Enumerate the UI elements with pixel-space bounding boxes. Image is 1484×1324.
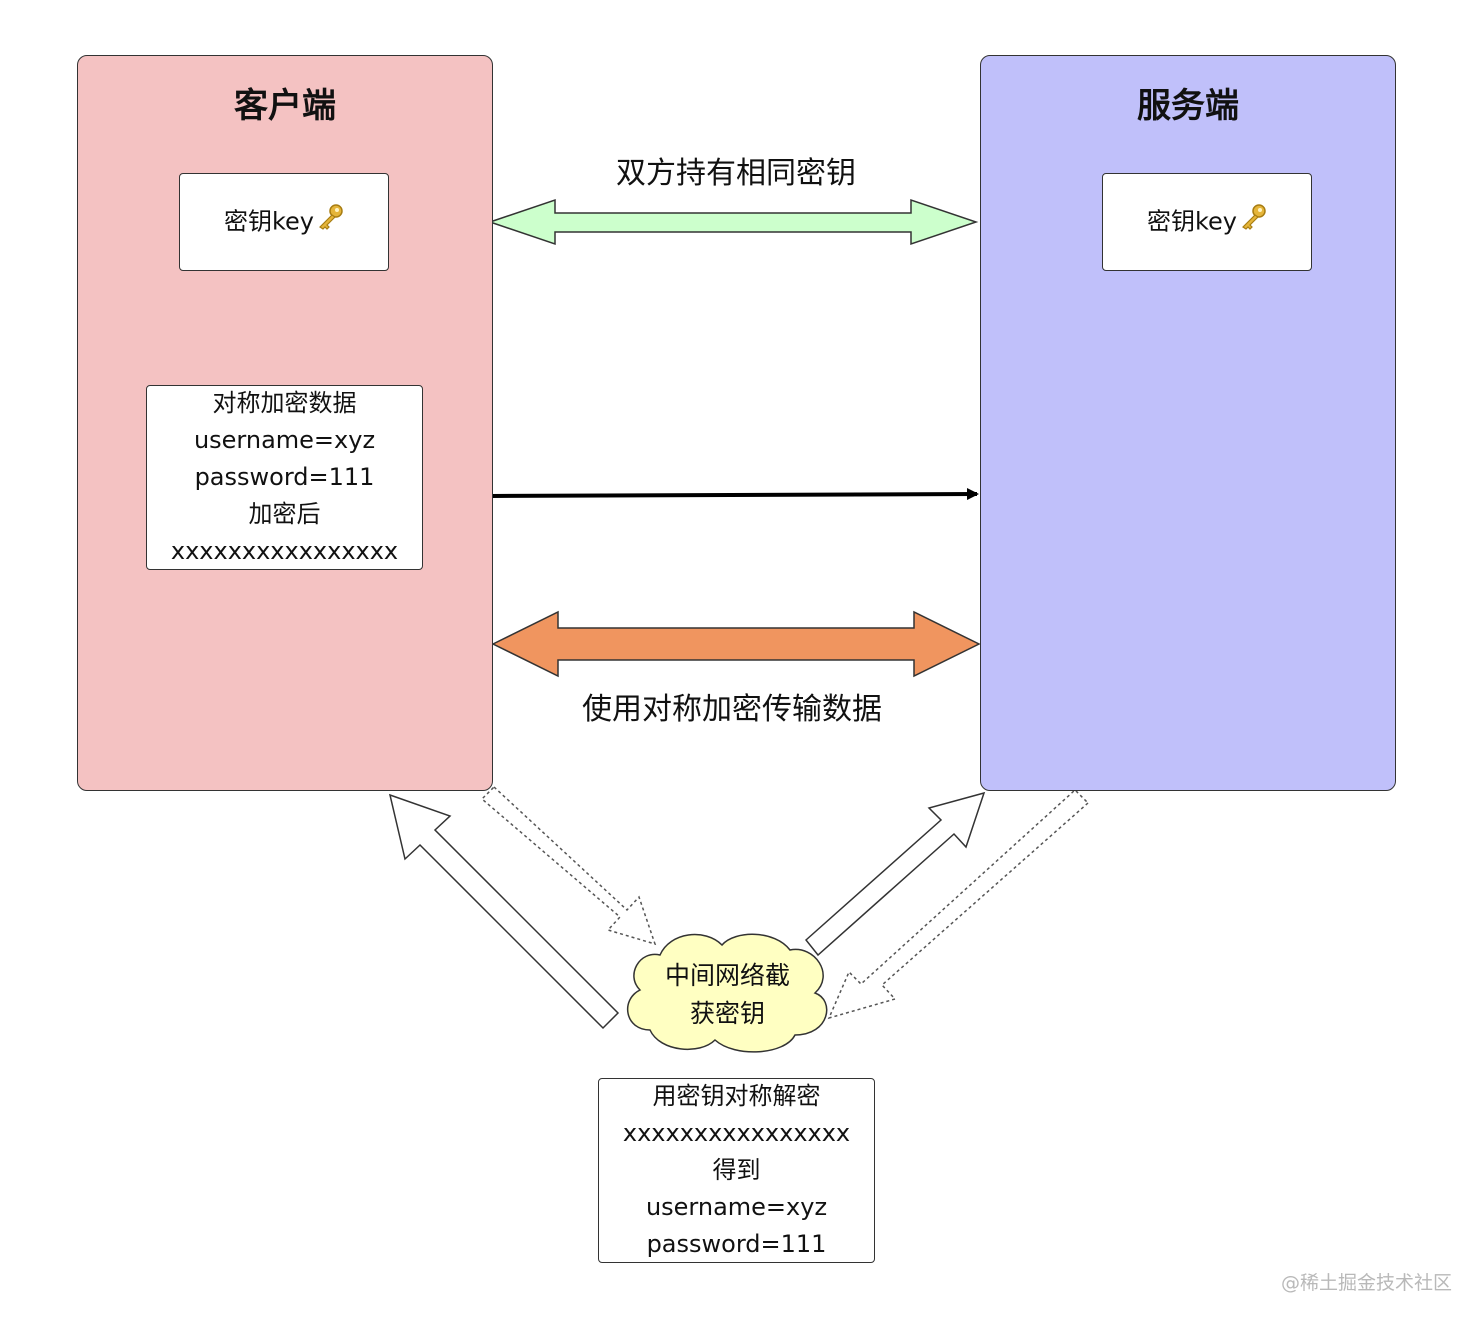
client-title: 客户端 xyxy=(234,86,336,126)
client-to-attacker-dashed-arrow xyxy=(480,785,657,946)
decrypt-line: xxxxxxxxxxxxxxxx xyxy=(622,1119,851,1147)
decrypt-line: 用密钥对称解密 xyxy=(652,1082,821,1110)
attacker-to-server-arrow xyxy=(804,791,986,957)
client-key-label: 密钥key xyxy=(223,207,314,235)
server-key-label: 密钥key xyxy=(1146,207,1237,235)
shared-key-double-arrow xyxy=(487,198,979,246)
decrypt-line: 得到 xyxy=(712,1156,761,1184)
encrypted-data-line: username=xyz xyxy=(193,426,376,454)
key-icon xyxy=(1239,203,1267,242)
server-title: 服务端 xyxy=(1137,86,1239,126)
transfer-label: 使用对称加密传输数据 xyxy=(582,692,882,727)
encrypted-transfer-double-arrow xyxy=(491,610,981,678)
client-key-box: 密钥key xyxy=(179,173,389,271)
cloud-line: 中间网络截 xyxy=(664,961,790,990)
server-panel: 服务端 xyxy=(980,55,1396,791)
attacker-cloud xyxy=(626,933,828,1053)
encrypted-data-line: 加密后 xyxy=(248,500,321,528)
attacker-to-client-arrow xyxy=(388,793,620,1030)
decrypt-line: password=111 xyxy=(646,1230,827,1258)
server-to-attacker-dashed-arrow xyxy=(827,788,1090,1020)
decrypt-box: 用密钥对称解密 xxxxxxxxxxxxxxxx 得到 username=xyz… xyxy=(598,1078,875,1263)
shared-key-label: 双方持有相同密钥 xyxy=(616,156,856,191)
encrypted-data-box: 对称加密数据 username=xyz password=111 加密后 xxx… xyxy=(146,385,423,570)
key-icon xyxy=(316,203,344,242)
encrypted-data-line: 对称加密数据 xyxy=(212,389,357,417)
attacker-cloud-label: 中间网络截 获密钥 xyxy=(640,957,815,1033)
cloud-line: 获密钥 xyxy=(689,999,765,1028)
data-transfer-arrow xyxy=(490,488,979,501)
decrypt-line: username=xyz xyxy=(645,1193,828,1221)
server-key-box: 密钥key xyxy=(1102,173,1312,271)
encrypted-data-line: xxxxxxxxxxxxxxxx xyxy=(170,537,399,565)
watermark: @稀土掘金技术社区 xyxy=(1280,1272,1452,1294)
encrypted-data-line: password=111 xyxy=(194,463,375,491)
